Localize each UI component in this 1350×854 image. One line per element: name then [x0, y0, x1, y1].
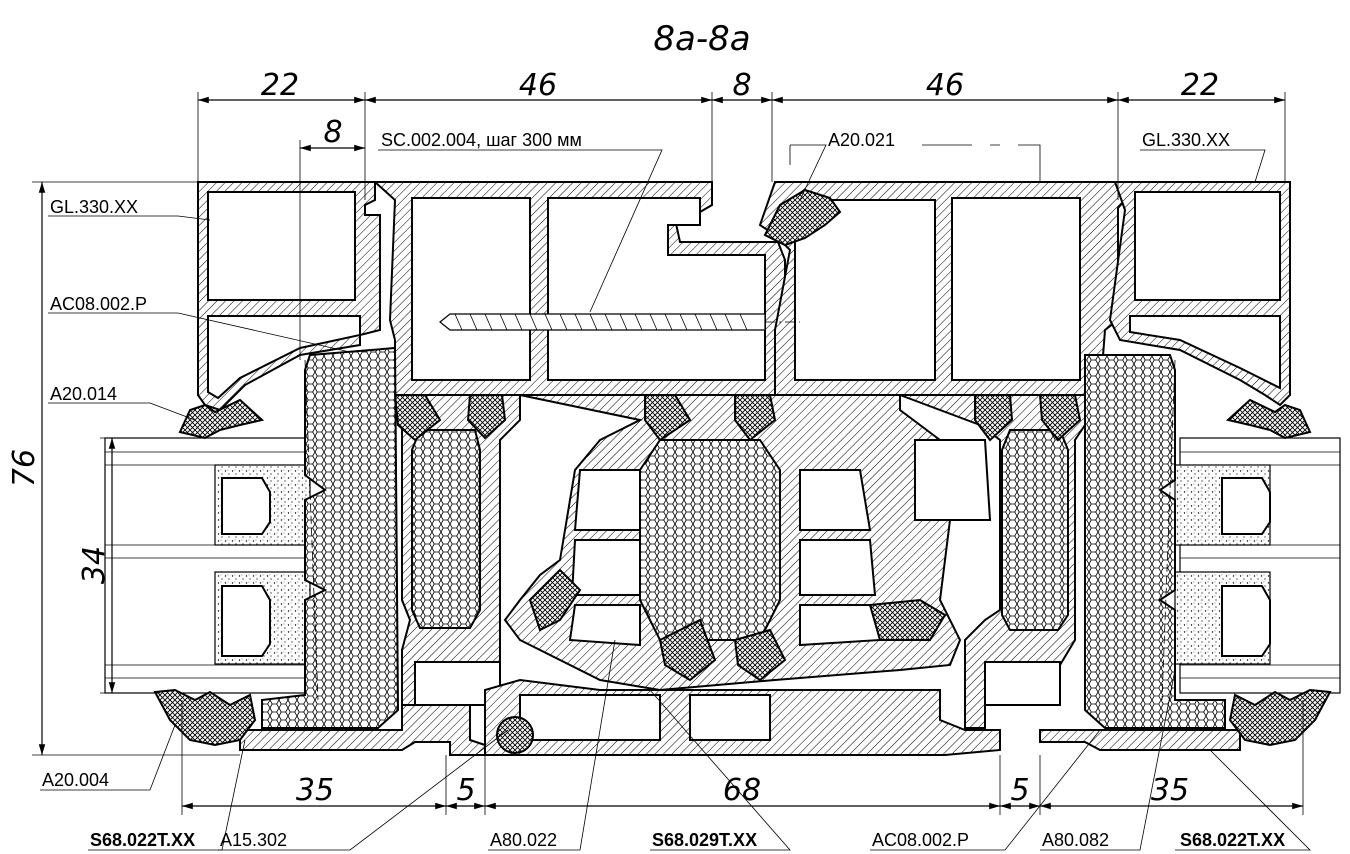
dim-bottom-68: 68 — [723, 773, 761, 808]
screw-sc-002-004 — [439, 313, 800, 331]
leader-lines — [40, 144, 1311, 851]
callout-a20-014: A20.014 — [50, 384, 117, 404]
dim-bottom-5-left: 5 — [456, 773, 475, 808]
gasket-a20-014-right — [1225, 398, 1312, 440]
dim-top-8: 8 — [732, 68, 751, 103]
callout-a80-022: A80.022 — [490, 830, 557, 850]
section-title: 8a-8a — [653, 19, 750, 59]
right-sash-body — [899, 354, 1226, 729]
central-mullion — [503, 394, 962, 692]
dim-top-22-left: 22 — [261, 68, 299, 103]
callout-ac08-left: AC08.002.P — [50, 294, 147, 314]
callout-ac08-right: AC08.002.P — [872, 830, 969, 850]
dim-top-22-right: 22 — [1181, 68, 1219, 103]
callout-s68-029t: S68.029T.XX — [652, 830, 757, 850]
dim-glass-34: 34 — [77, 546, 112, 584]
gasket-a20-004-left — [153, 688, 257, 747]
callout-sc-002-004: SC.002.004, шаг 300 мм — [381, 130, 582, 150]
dim-top-46-left: 46 — [519, 68, 557, 103]
dim-bottom-5-right: 5 — [1010, 773, 1029, 808]
gasket-a15-302 — [496, 716, 534, 754]
callout-a15-302: A15.302 — [220, 830, 287, 850]
gasket-a20-004-right — [1228, 688, 1332, 747]
callout-s68-022t-right: S68.022T.XX — [1180, 830, 1285, 850]
gasket-a20-014-left — [178, 398, 265, 440]
dim-bottom-35-left: 35 — [296, 773, 334, 808]
dim-height-76: 76 — [7, 449, 42, 487]
callout-a20-021: A20.021 — [828, 130, 895, 150]
dim-top-46-right: 46 — [926, 68, 964, 103]
top-profile — [197, 181, 1291, 412]
callout-s68-022t-left: S68.022T.XX — [90, 830, 195, 850]
glazing-right — [1174, 437, 1341, 694]
callout-a20-004: A20.004 — [42, 770, 109, 790]
gasket-a20-021 — [763, 188, 842, 247]
dim-8-small: 8 — [323, 115, 342, 150]
callout-gl-330-right: GL.330.XX — [1142, 130, 1230, 150]
bottom-frame — [239, 678, 1241, 756]
left-sash-body — [261, 346, 521, 729]
glazing-left — [104, 437, 311, 694]
dimension-lines — [32, 92, 1304, 815]
callout-a80-082: A80.082 — [1042, 830, 1109, 850]
callout-gl-330-left: GL.330.XX — [50, 197, 138, 217]
dim-bottom-35-right: 35 — [1151, 773, 1189, 808]
